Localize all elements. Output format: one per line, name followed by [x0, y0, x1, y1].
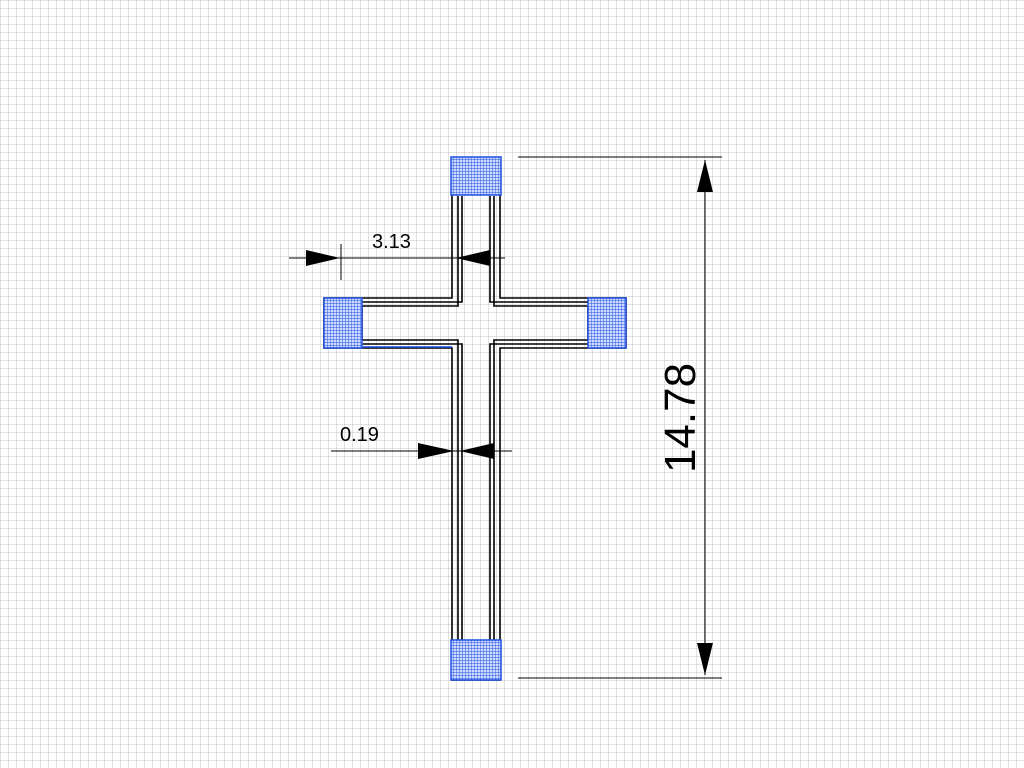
dimension-total-height: 14.78: [518, 156, 722, 679]
dimension-gap: 0.19: [331, 424, 512, 459]
dimension-label-gap: 0.19: [340, 424, 379, 446]
bottom-end-cap: [450, 639, 502, 681]
dimension-arm-offset: 3.13: [289, 231, 505, 280]
arrowhead-down: [697, 643, 713, 675]
hatched-end-caps: [323, 156, 627, 681]
arrowhead-gap-right: [418, 443, 454, 459]
arrowhead-up: [697, 160, 713, 192]
dimension-label-total-height: 14.78: [656, 363, 705, 473]
arrowhead-right: [306, 250, 340, 266]
right-end-cap: [587, 297, 627, 349]
arrowhead-gap-left: [460, 443, 494, 459]
cross-inner-offset: [362, 196, 588, 642]
top-end-cap: [450, 156, 502, 196]
dimension-label-arm-offset: 3.13: [372, 231, 411, 253]
left-end-cap: [323, 297, 363, 349]
arrowhead-left: [456, 250, 490, 266]
